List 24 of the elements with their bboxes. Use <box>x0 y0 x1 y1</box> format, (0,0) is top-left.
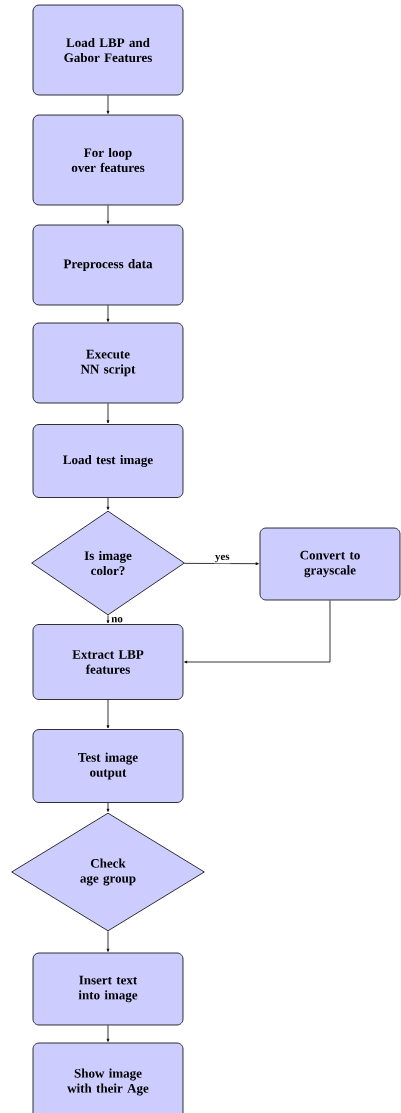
arrow <box>106 497 110 510</box>
arrow <box>106 95 110 114</box>
process-box: Show image with their Age <box>32 1042 184 1113</box>
arrow <box>184 562 259 566</box>
arrow <box>106 403 110 424</box>
process-box: Extract LBP features <box>32 624 184 700</box>
edge-label: no <box>111 617 123 623</box>
process-box: Load LBP and Gabor Features <box>32 4 184 96</box>
process-box: Load test image <box>32 424 184 498</box>
arrow <box>106 205 110 224</box>
edge-label: yes <box>215 554 230 563</box>
arrow <box>184 600 331 664</box>
process-box: Test image output <box>32 729 184 803</box>
process-box: For loop over features <box>32 114 184 206</box>
arrow <box>106 305 110 322</box>
process-box: Preprocess data <box>32 224 184 306</box>
arrow <box>106 1025 110 1042</box>
process-box: Convert to grayscale <box>259 527 401 601</box>
process-box: Execute NN script <box>32 322 184 404</box>
arrow <box>106 615 110 624</box>
arrow <box>106 931 110 952</box>
arrow <box>106 802 110 812</box>
arrow <box>106 699 110 729</box>
process-box: Insert text into image <box>32 952 184 1026</box>
